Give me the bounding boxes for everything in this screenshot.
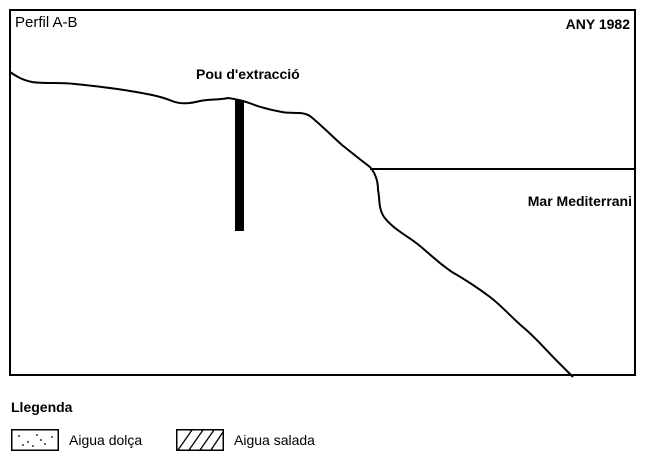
legend-item-fresh-water: Aigua dolça xyxy=(11,428,142,452)
legend-label-salt-water: Aigua salada xyxy=(234,432,315,448)
sea-label: Mar Mediterrani xyxy=(527,193,632,209)
legend-label-fresh-water: Aigua dolça xyxy=(69,432,143,448)
legend-title: Llegenda xyxy=(11,399,73,415)
year-label: ANY 1982 xyxy=(565,16,630,32)
extraction-well xyxy=(235,100,244,231)
well-label: Pou d'extracció xyxy=(196,66,300,82)
terrain-profile-line xyxy=(9,71,574,378)
hatch-pattern-icon xyxy=(176,429,224,451)
legend-item-salt-water: Aigua salada xyxy=(176,428,315,452)
diagram-title: Perfil A-B xyxy=(15,14,78,31)
diagram-frame xyxy=(9,9,636,376)
dots-pattern-icon xyxy=(11,429,59,451)
